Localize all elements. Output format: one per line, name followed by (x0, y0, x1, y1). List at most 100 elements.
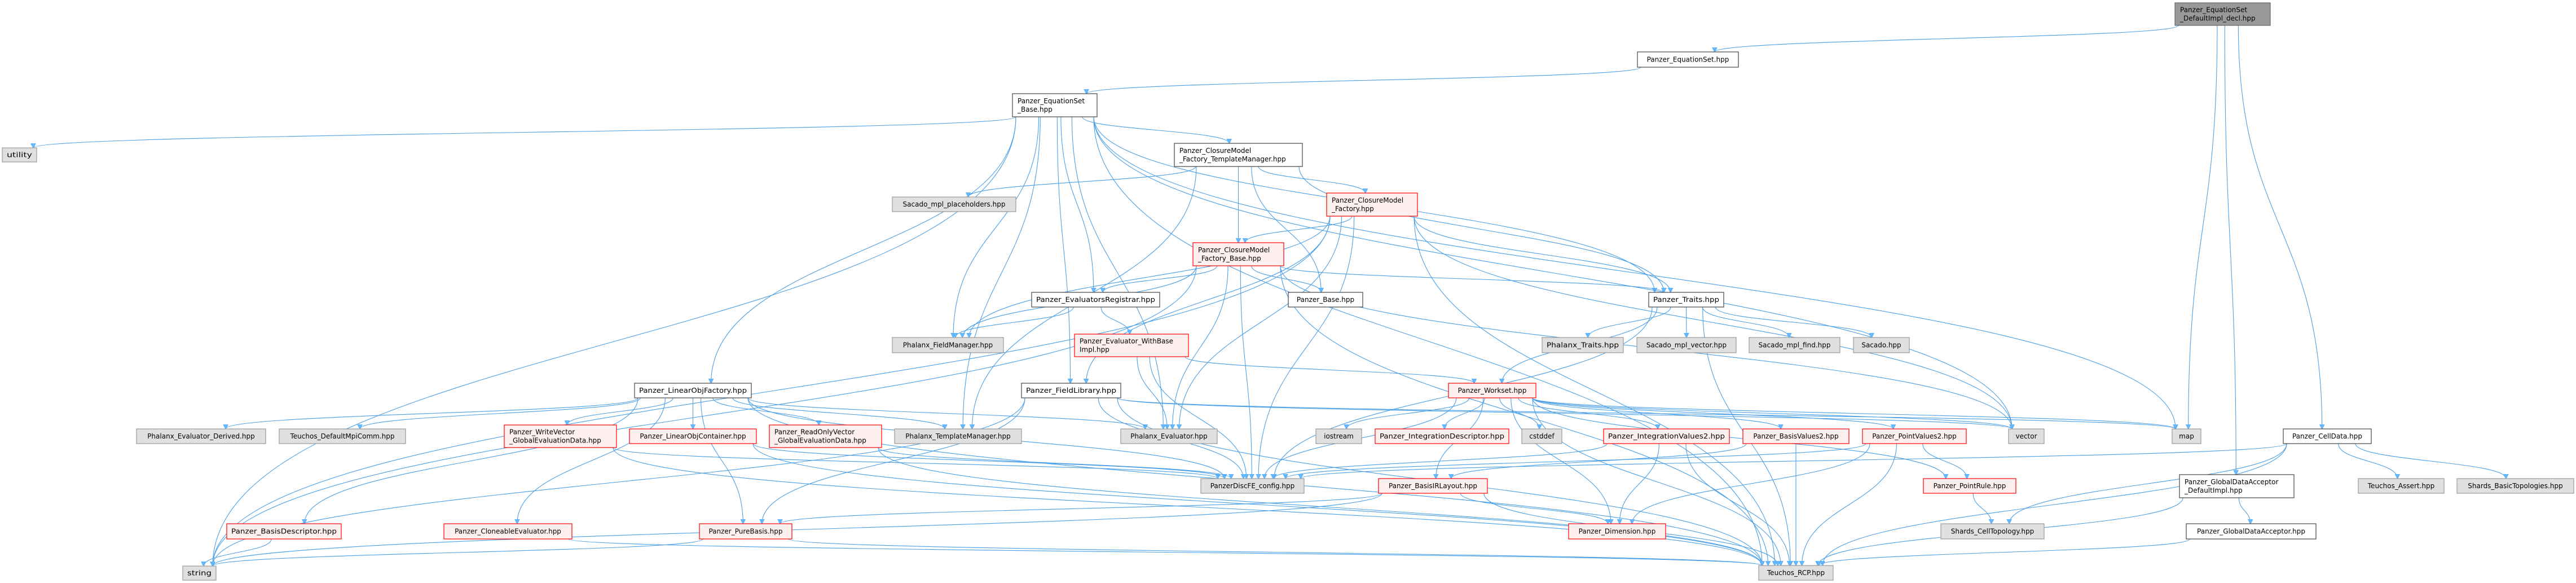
node-phalanx-fieldmanager[interactable]: Phalanx_FieldManager.hpp (892, 337, 1004, 353)
node-box (1288, 292, 1363, 308)
node-box (2172, 428, 2201, 444)
node-box (1749, 337, 1840, 353)
node-box (1192, 242, 1284, 266)
node-label: Phalanx_Evaluator_Derived.hpp (147, 432, 255, 440)
node-box (1012, 93, 1098, 117)
node-cstddef[interactable]: cstddef (1521, 428, 1562, 444)
node-box (226, 523, 342, 540)
edge-cell-to-sbt (2355, 443, 2506, 479)
node-panzer-globaldataacceptor-defaultimpl[interactable]: Panzer_GlobalDataAcceptor_DefaultImpl.hp… (2179, 474, 2295, 498)
node-panzer-equationset[interactable]: Panzer_EquationSet.hpp (1637, 51, 1739, 68)
edge-lof-to-bdesc (305, 397, 639, 524)
node-panzer-equationset-base[interactable]: Panzer_EquationSet_Base.hpp (1012, 93, 1098, 117)
edge-root-to-map (2189, 25, 2218, 429)
edge-loc-to-rcp (752, 443, 1762, 566)
node-label: Panzer_EquationSet (2180, 6, 2247, 14)
node-phalanx-templatemanager[interactable]: Phalanx_TemplateManager.hpp (894, 428, 1022, 444)
edge-wv-to-config (613, 447, 1218, 479)
node-iostream[interactable]: iostream (1315, 428, 1362, 444)
node-panzer-evaluatorsregistrar[interactable]: Panzer_EvaluatorsRegistrar.hpp (1031, 292, 1160, 308)
node-panzer-closuremodel-factory[interactable]: Panzer_ClosureModel_Factory.hpp (1326, 192, 1418, 217)
node-label: Panzer_FieldLibrary.hpp (1026, 387, 1116, 394)
node-panzer-readonlyvector-globalevaluationdata[interactable]: Panzer_ReadOnlyVector_GlobalEvaluationDa… (769, 424, 882, 448)
node-panzer-workset[interactable]: Panzer_Workset.hpp (1448, 383, 1536, 398)
edge-lof-to-clone (517, 397, 666, 524)
node-panzer-basisvalues2[interactable]: Panzer_BasisValues2.hpp (1742, 428, 1850, 444)
edge-iv2-to-config (1273, 443, 1608, 479)
node-label: _GlobalEvaluationData.hpp (774, 437, 866, 445)
node-panzer-closuremodel-factory-base[interactable]: Panzer_ClosureModel_Factory_Base.hpp (1192, 242, 1284, 266)
edge-tm-to-pbase (1251, 166, 1322, 292)
node-sacado-mpl-find[interactable]: Sacado_mpl_find.hpp (1749, 337, 1840, 353)
node-box (1315, 428, 1362, 444)
node-box (1326, 192, 1418, 217)
node-label: vector (2015, 432, 2037, 440)
node-label: Panzer_GlobalDataAcceptor (2185, 478, 2278, 486)
node-string[interactable]: string (182, 566, 217, 581)
edge-cell-to-config (1301, 443, 2287, 479)
node-panzer-linearobjfactory[interactable]: Panzer_LinearObjFactory.hpp (634, 383, 752, 398)
node-panzer-integrationdescriptor[interactable]: Panzer_IntegrationDescriptor.hpp (1375, 428, 1509, 444)
edge-fb-to-pev (1173, 265, 1228, 429)
node-label: string (187, 569, 212, 577)
node-panzer-linearobjcontainer[interactable]: Panzer_LinearObjContainer.hpp (629, 428, 757, 444)
node-panzer-traits[interactable]: Panzer_Traits.hpp (1648, 292, 1724, 308)
node-panzer-fieldlibrary[interactable]: Panzer_FieldLibrary.hpp (1021, 383, 1121, 398)
node-panzer-pointrule[interactable]: Panzer_PointRule.hpp (1923, 478, 2016, 494)
node-panzer-basisdescriptor[interactable]: Panzer_BasisDescriptor.hpp (226, 523, 342, 540)
node-label: Panzer_PureBasis.hpp (708, 528, 782, 536)
node-sacado-mpl-vector[interactable]: Sacado_mpl_vector.hpp (1636, 337, 1737, 353)
edge-wv-to-rcp (613, 447, 1762, 566)
edge-cf-to-rcp (1414, 216, 1774, 566)
node-label: Panzer_CellData.hpp (2292, 432, 2362, 440)
node-box (1542, 337, 1624, 353)
node-label: Panzer_ClosureModel (1179, 147, 1251, 155)
node-box (1074, 334, 1189, 357)
node-panzer-celldata[interactable]: Panzer_CellData.hpp (2283, 428, 2372, 444)
node-sacado-mpl-placeholders[interactable]: Sacado_mpl_placeholders.hpp (892, 196, 1016, 212)
edge-ws-to-pv2 (1532, 397, 1894, 429)
node-phalanx-traits[interactable]: Phalanx_Traits.hpp (1542, 337, 1624, 353)
edge-pure-to-rcp (788, 538, 1762, 566)
node-panzer-base[interactable]: Panzer_Base.hpp (1288, 292, 1363, 308)
node-panzer-globaldataacceptor[interactable]: Panzer_GlobalDataAcceptor.hpp (2186, 523, 2317, 540)
node-panzer-pointvalues2[interactable]: Panzer_PointValues2.hpp (1862, 428, 1967, 444)
node-panzer-closuremodel-factory-templatemanager[interactable]: Panzer_ClosureModel_Factory_TemplateMana… (1174, 143, 1303, 167)
node-phalanx-evaluator-derived[interactable]: Phalanx_Evaluator_Derived.hpp (136, 428, 266, 444)
node-label: Panzer_WriteVector (509, 428, 575, 436)
node-utility[interactable]: utility (2, 147, 37, 163)
node-teuchos-defaultmpicomm[interactable]: Teuchos_DefaultMpiComm.hpp (279, 428, 406, 444)
node-panzer-purebasis[interactable]: Panzer_PureBasis.hpp (699, 523, 792, 540)
node-label: _GlobalEvaluationData.hpp (509, 437, 601, 445)
node-box (629, 428, 757, 444)
node-label: Panzer_ReadOnlyVector (774, 428, 855, 436)
node-panzerdiscfe-config[interactable]: PanzerDiscFE_config.hpp (1200, 478, 1305, 494)
edge-fb-to-config (1240, 265, 1252, 479)
node-shards-basictopologies[interactable]: Shards_BasicTopologies.hpp (2456, 478, 2574, 494)
edge-eb-to-ptm (963, 116, 1041, 429)
node-panzer-integrationvalues2[interactable]: Panzer_IntegrationValues2.hpp (1603, 428, 1730, 444)
edge-lof-to-wv (567, 397, 673, 425)
edge-eb-to-tm (1082, 116, 1229, 143)
node-box (634, 383, 752, 398)
node-box (1021, 383, 1121, 398)
edge-bdesc-to-string (204, 538, 272, 566)
node-box (1120, 428, 1218, 444)
node-label: Sacado_mpl_find.hpp (1759, 341, 1831, 349)
node-panzer-dimension[interactable]: Panzer_Dimension.hpp (1568, 523, 1666, 540)
node-teuchos-assert[interactable]: Teuchos_Assert.hpp (2358, 478, 2445, 494)
node-phalanx-evaluator[interactable]: Phalanx_Evaluator.hpp (1120, 428, 1218, 444)
edge-eb-to-lof (711, 116, 1016, 383)
node-map[interactable]: map (2172, 428, 2201, 444)
node-panzer-writevector-globalevaluationdata[interactable]: Panzer_WriteVector_GlobalEvaluationData.… (504, 424, 617, 448)
node-label: Teuchos_Assert.hpp (2367, 482, 2434, 490)
node-teuchos-rcp[interactable]: Teuchos_RCP.hpp (1758, 565, 1834, 581)
node-sacado[interactable]: Sacado.hpp (1853, 337, 1910, 353)
edge-cf-to-vector (1414, 216, 2012, 429)
node-panzer-equationset-defaultimpl-decl[interactable]: Panzer_EquationSet_DefaultImpl_decl.hpp (2174, 2, 2271, 26)
node-panzer-cloneableevaluator[interactable]: Panzer_CloneableEvaluator.hpp (443, 523, 573, 540)
node-panzer-basisirlayout[interactable]: Panzer_BasisIRLayout.hpp (1378, 478, 1488, 494)
node-shards-celltopology[interactable]: Shards_CellTopology.hpp (1940, 523, 2045, 540)
node-vector[interactable]: vector (2008, 428, 2045, 444)
